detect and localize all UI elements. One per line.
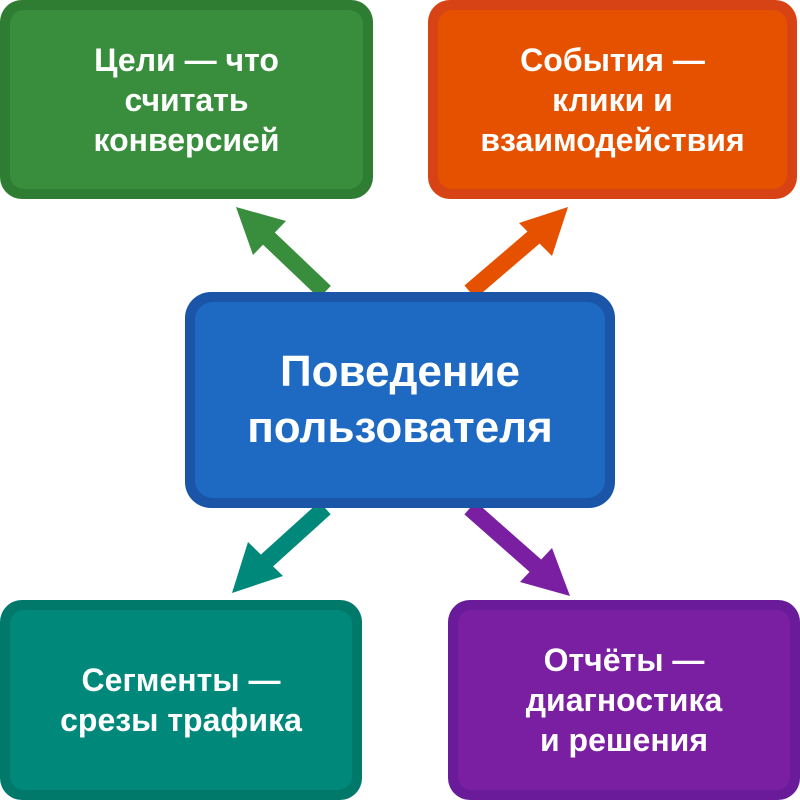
segments-label: Сегменты — срезы трафика bbox=[60, 662, 302, 738]
user-behavior-box: Поведение пользователя bbox=[185, 292, 615, 508]
segments-box: Сегменты — срезы трафика bbox=[0, 600, 362, 800]
goals-box: Цели — что считать конверсией bbox=[0, 0, 373, 199]
arrow-to-events bbox=[464, 207, 568, 299]
goals-label: Цели — что считать конверсией bbox=[93, 41, 280, 158]
arrow-to-goals bbox=[236, 207, 331, 299]
events-label: События — клики и взаимодействия bbox=[480, 41, 745, 158]
events-box: События — клики и взаимодействия bbox=[428, 0, 797, 199]
user-behavior-label: Поведение пользователя bbox=[247, 347, 553, 452]
arrow-to-segments bbox=[232, 501, 331, 593]
reports-label: Отчёты — диагностика и решения bbox=[525, 642, 723, 758]
reports-box: Отчёты — диагностика и решения bbox=[448, 600, 800, 800]
arrow-to-reports bbox=[464, 501, 570, 596]
